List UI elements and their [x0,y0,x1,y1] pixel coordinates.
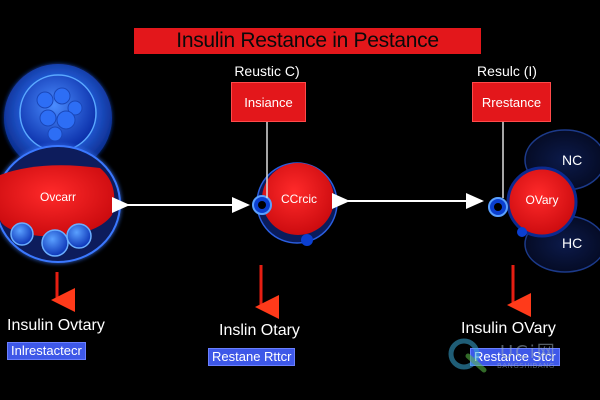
right-left-bud-core [494,203,502,211]
insiance-box: Insiance [231,82,306,122]
middle-cell-inner [262,163,334,235]
column-header-right: Resulc (I) [477,63,537,79]
middle-bottom-label: Inslin Otary [219,322,300,339]
middle-cell [252,162,338,246]
watermark-subtext: BANGSHIBANG [497,362,555,370]
left-bottom-label: Insulin Ovtary [7,317,105,334]
watermark-text: UCi网 [500,342,557,363]
middle-bottom-bud [301,234,313,246]
left-follicle-1 [10,222,34,246]
left-follicle-3 [66,223,92,249]
column-header-left: Reustic C) [234,63,300,79]
middle-cell-text: CCrcic [281,192,317,206]
left-follicle-2 [41,229,69,257]
right-bottom-label: Insulin OVary [461,320,556,337]
right-red-ovary [506,166,578,238]
left-cell-text: Ovcarr [40,190,76,204]
right-blue-tag: Restance Stcr [470,348,560,366]
diagram-title: Insulin Restance in Pestance [134,28,481,54]
left-red-ovary [0,165,115,237]
left-cell-cluster [0,64,121,263]
rrestance-box: Rrestance [472,82,551,122]
middle-blue-tag: Restane Rttcr [208,348,296,366]
watermark-logo-icon [448,338,487,373]
left-nucleus-granules [36,87,83,142]
left-blue-tag: Inlrestactecr [7,342,86,360]
hc-label: HC [562,235,583,251]
right-cell-text: OVary [525,193,559,207]
nc-label: NC [562,152,583,168]
right-bottom-bud [517,227,527,237]
middle-left-bud-core [258,201,266,209]
right-cell-cluster [488,129,600,273]
